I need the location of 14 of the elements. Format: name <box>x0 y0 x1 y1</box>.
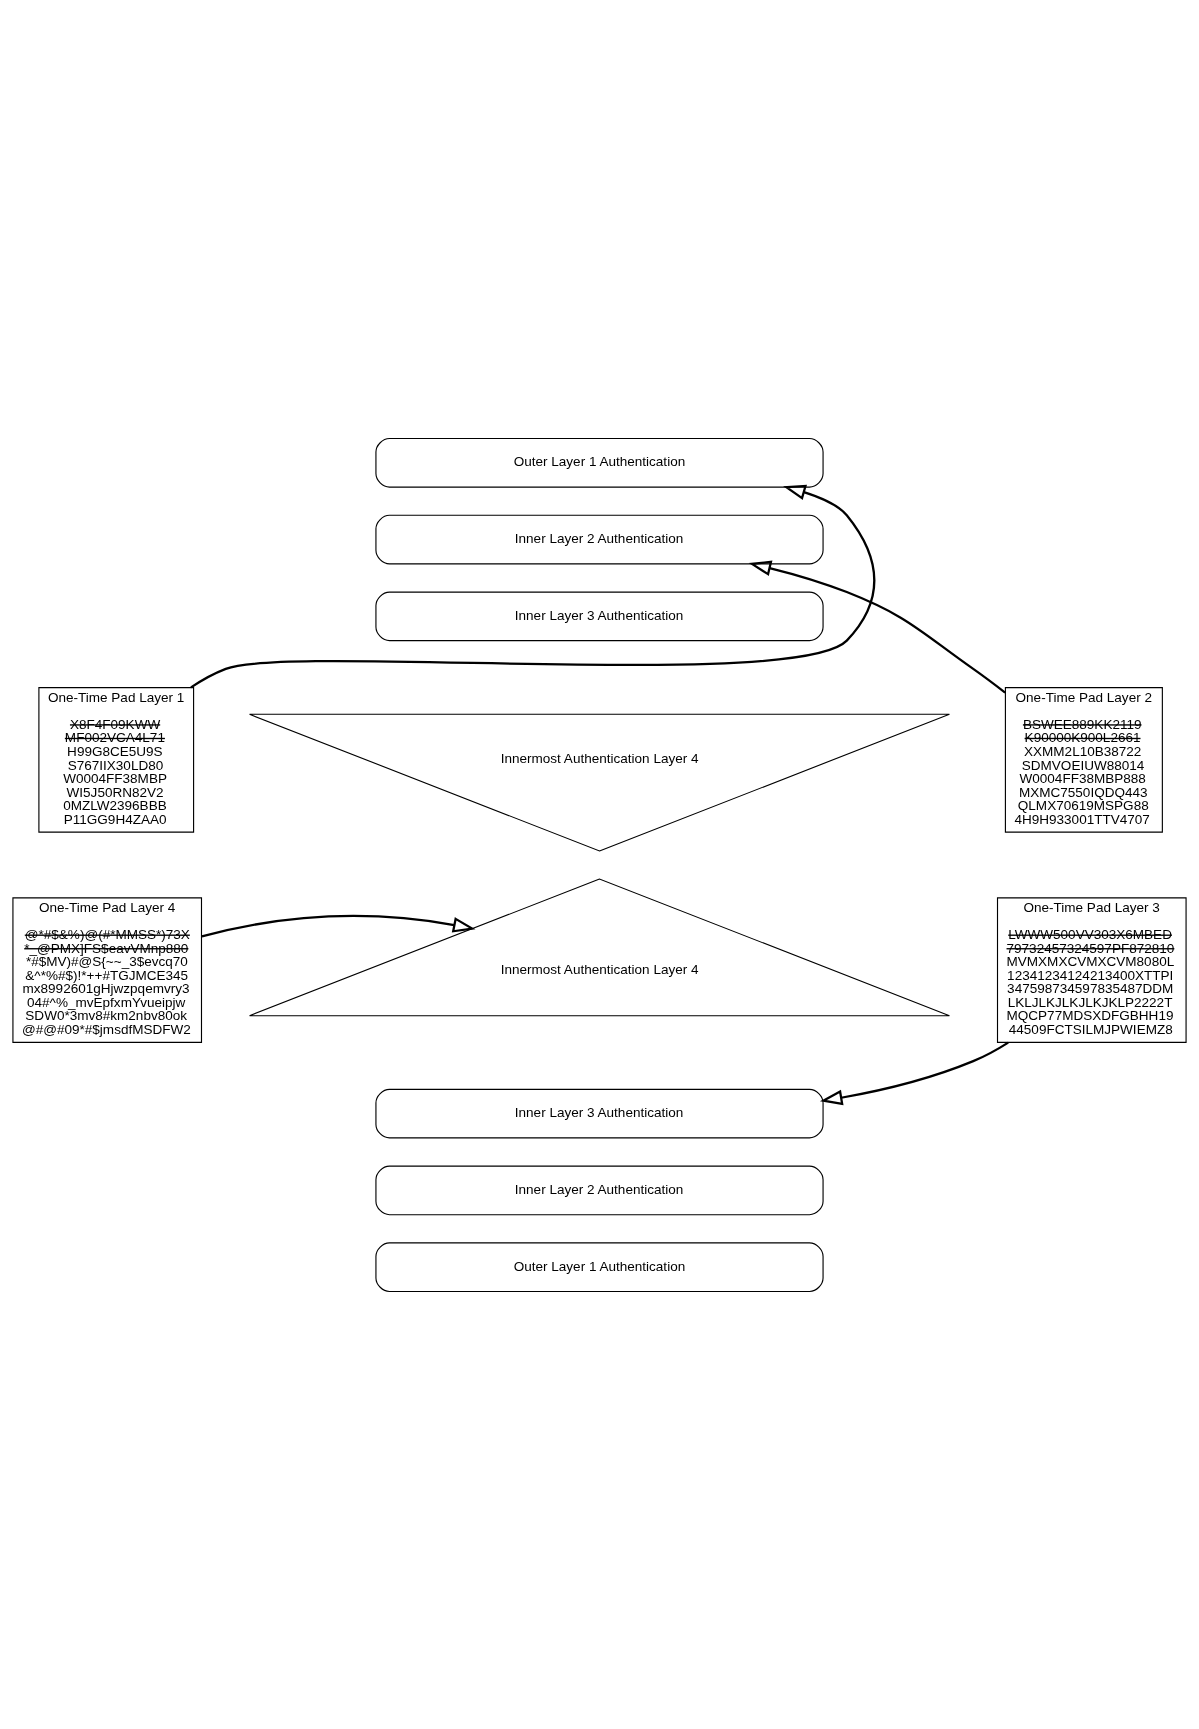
node-box: Inner Layer 3 Authentication <box>375 1088 824 1138</box>
node-box: Inner Layer 3 Authentication <box>375 591 824 641</box>
arrow <box>748 560 1006 693</box>
node-box: Inner Layer 2 Authentication <box>375 1165 824 1215</box>
node-box: Outer Layer 1 Authentication <box>375 1241 824 1292</box>
arrow <box>201 914 476 938</box>
arrow <box>190 484 876 688</box>
node-box: One-Time Pad Layer 4 @*#$&%)@(#*MMSS*)73X *_@PMX]FS$eavVMnp880 *#$MV)#@S{~~_3$evcq70 &^*%#$)!*++#TGJMCE345 mx8992601gHjwzpqemvry3 04#^%_mvEpfxmYvueipjw SDW0*3mv8#km2nbv80ok @#@#09*#$jmsdfMSDFW2 <box>12 896 203 1043</box>
node-box: Outer Layer 1 Authentication <box>375 437 824 488</box>
node-box: One-Time Pad Layer 3 LWWW500VV303X6MBED 79732457324597PF872810 MVMXMXCVMXCVM8080L 12341234124213400XTTPI 347598734597835487DDM LKLJLKJLKJLKJKLP2222T MQCP77MDSXDFGBHH19 44509FCTSILMJPWIEMZ8 <box>996 896 1187 1043</box>
node-box: Inner Layer 2 Authentication <box>375 514 824 564</box>
arrow <box>819 1041 1009 1105</box>
node-box: One-Time Pad Layer 1 X8F4F09KWW MF002VCA4L71 H99G8CE5U9S S767IIX30LD80 W0004FF38MBP WI5J50RN82V2 0MZLW2396BBB P11GG9H4ZAA0 <box>38 686 195 833</box>
node-box: One-Time Pad Layer 2 BSWEE889KK2119 K90000K900L2661 XXMM2L10B38722 SDMVOEIUW88014 W0004FF38MBP888 MXMC7550IQDQ443 QLMX70619MSPG88 4H9H933001TTV4707 <box>1004 686 1163 833</box>
